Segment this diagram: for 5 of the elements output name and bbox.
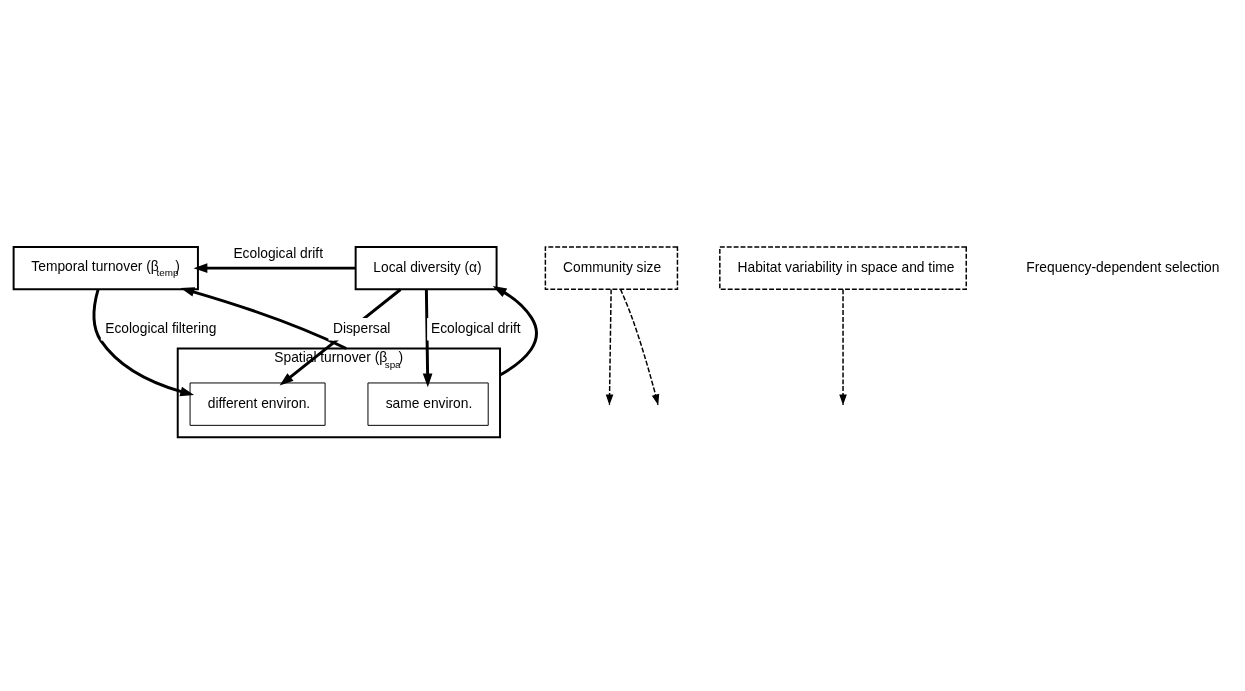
edge-label: Ecological drift [431, 320, 521, 336]
edge-label: Ecological drift [233, 245, 324, 261]
edge-label: Dispersal [332, 320, 391, 336]
label: Frequency-dependent selection [1026, 259, 1220, 275]
edge-label: Ecological filtering [105, 320, 217, 336]
